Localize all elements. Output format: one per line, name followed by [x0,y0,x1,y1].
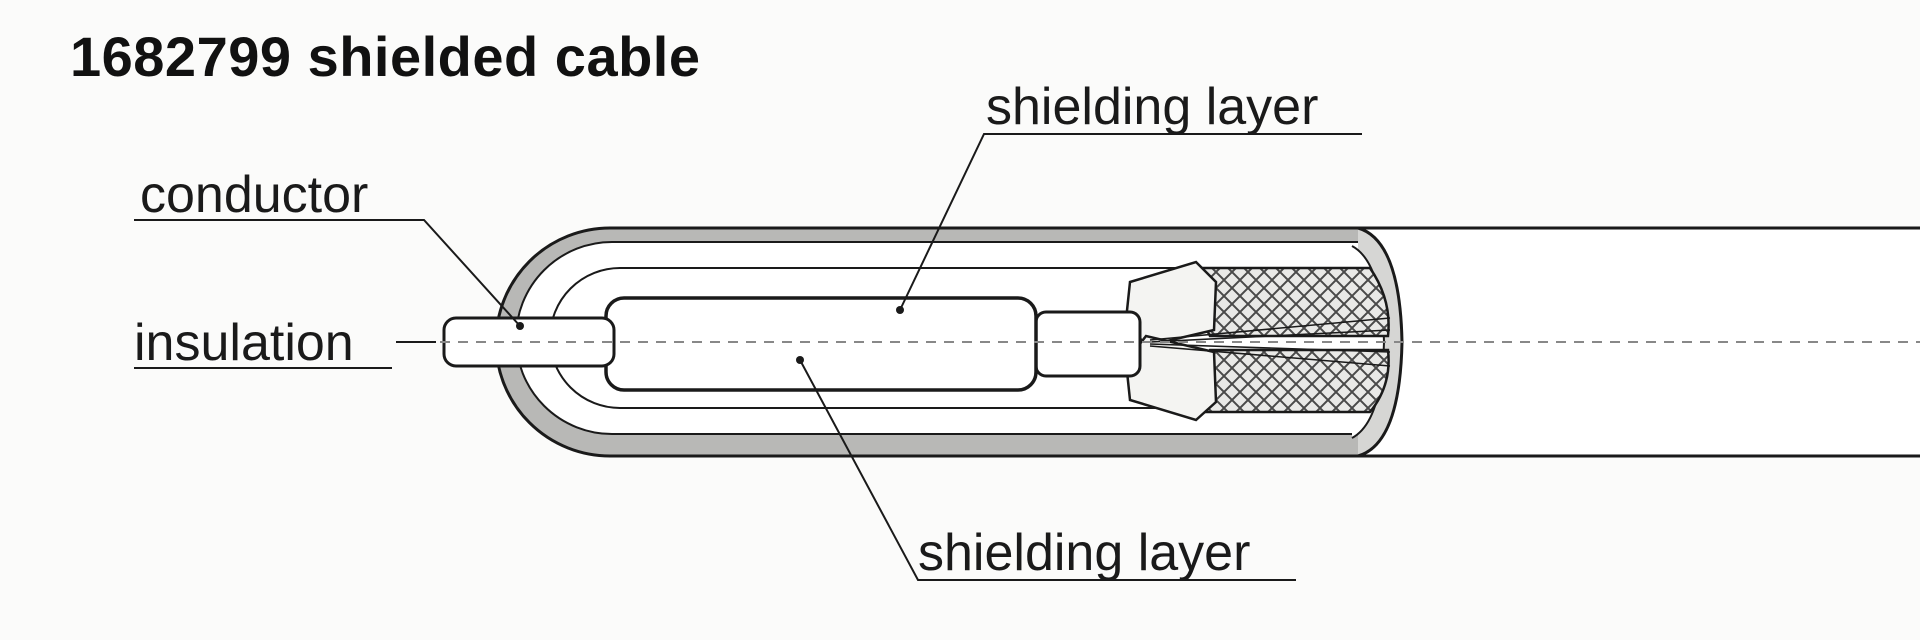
label-insulation: insulation [134,314,354,372]
leader-insulation [134,341,436,369]
leader-conductor [134,219,521,327]
dielectric-sleeve [604,296,1038,392]
leader-shielding-top-dot [896,306,904,314]
label-shielding-bottom: shielding layer [918,524,1250,582]
leader-shielding-bottom [799,359,1296,581]
label-conductor: conductor [140,166,368,224]
leader-shielding-top [899,133,1362,311]
uncut-cable-body [1360,226,1920,458]
uncut-cable-fill [1362,230,1920,454]
braid-lower [1195,348,1390,414]
diagram-title: 1682799 shielded cable [70,25,701,88]
inner-tube [1034,310,1142,378]
foil-flap-lower [1124,334,1218,422]
leader-conductor-dot [516,322,524,330]
shield-wires [1149,317,1391,367]
leader-shielding-bottom-dot [796,356,804,364]
braid-upper [1195,266,1390,338]
label-shielding-top: shielding layer [986,78,1318,136]
